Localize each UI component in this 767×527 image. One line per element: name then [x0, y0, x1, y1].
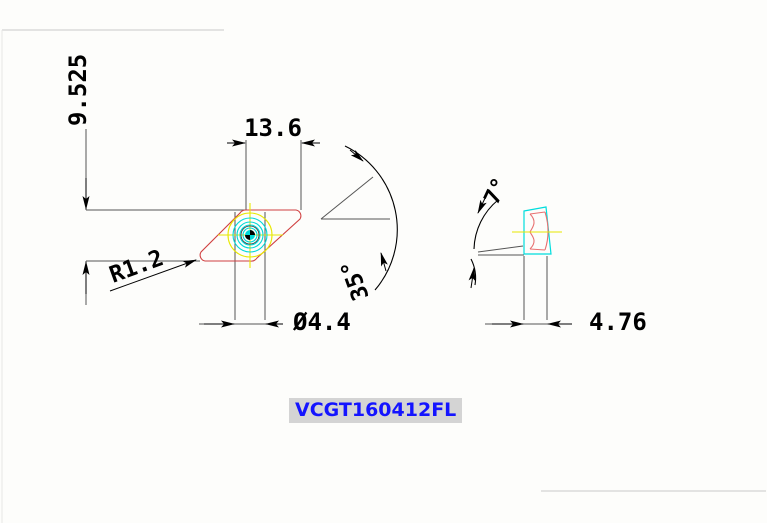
centerline-circle [227, 212, 273, 258]
chipbreaker-curve-right [544, 211, 549, 251]
bore-circle-mid-outer [236, 221, 264, 249]
dim-angle35-text: 35° [336, 256, 375, 304]
side-chipbreaker-detail [529, 211, 549, 251]
chipbreaker-line-top [529, 211, 546, 215]
front-view-group: 9.525 13.6 R1.2 Ø4.4 [64, 54, 398, 336]
dim-radius-leader-line [109, 259, 197, 292]
dim-radius-text: R1.2 [106, 245, 167, 288]
dim-angle7-text: 7° [480, 174, 514, 209]
chipbreaker-curve-lower [529, 231, 535, 250]
page-frame [1, 29, 766, 523]
side-view-outline [478, 254, 548, 320]
chipbreaker-line-bottom [529, 248, 546, 251]
bore-circles-group [232, 217, 268, 253]
dimension-width-136: 13.6 [227, 114, 320, 147]
dim-angle7-arrow-upper [477, 193, 488, 214]
side-insert-body [523, 206, 552, 255]
dimension-bore-diameter: Ø4.4 [199, 308, 351, 336]
bore-center-quadrant-a [250, 230, 255, 235]
dim-thickness-text: 4.76 [589, 308, 647, 336]
dim-bore-text: Ø4.4 [292, 308, 351, 336]
dim-angle35-arrow-lower [380, 252, 388, 272]
bore-circle-inner [242, 227, 258, 243]
dimension-angle-7: 7° [468, 174, 524, 289]
dimension-thickness-476: 4.76 [485, 308, 647, 336]
bore-circle-dark [240, 225, 260, 245]
bore-circle-mid [239, 224, 261, 246]
dim-angle7-ref-incline [477, 245, 524, 253]
bore-center-quadrant-b [245, 235, 250, 240]
dim-angle7-arrow-lower [468, 267, 476, 289]
side-body-profile [523, 206, 552, 255]
dim-width-text: 13.6 [244, 114, 302, 142]
part-number-label: VCGT160412FL [289, 398, 463, 423]
dim-angle35-arrow-upper [349, 149, 364, 162]
front-view-outline [86, 140, 302, 320]
dim-height-text: 9.525 [64, 54, 92, 126]
dimension-radius-r12: R1.2 [106, 245, 197, 292]
bore-circle-outer [232, 217, 268, 253]
chipbreaker-curve-upper [529, 213, 535, 233]
dim-angle35-ref-incline [320, 176, 374, 220]
dim-angle7-arc-upper [473, 199, 499, 250]
dimension-angle-35: 35° [320, 145, 398, 304]
dimension-height-9525: 9.525 [64, 54, 92, 305]
dim-angle35-arc [344, 145, 398, 291]
side-view-group: 7° 4.76 [468, 174, 647, 336]
